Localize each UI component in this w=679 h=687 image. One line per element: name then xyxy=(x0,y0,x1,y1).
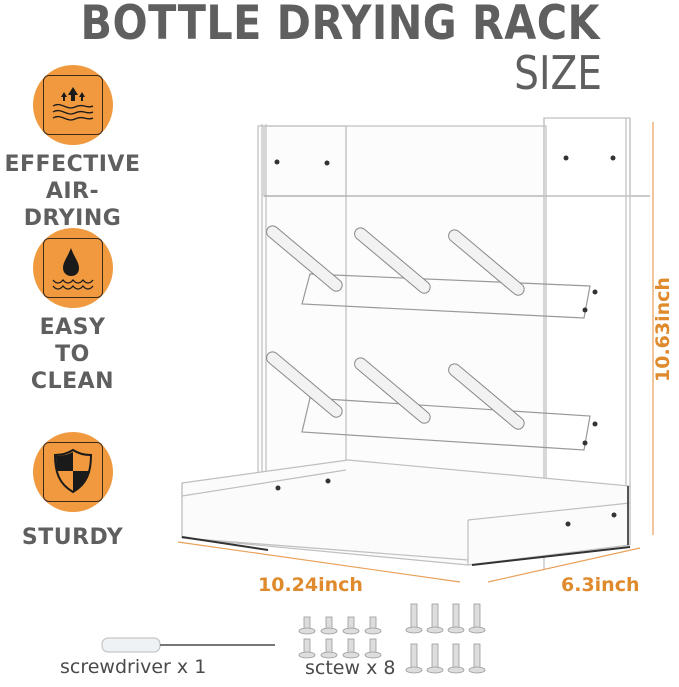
height-dimension: 10.63inch xyxy=(652,277,674,382)
width-dimension: 10.24inch xyxy=(258,574,363,596)
feature-label: EFFECTIVE AIR-DRYING xyxy=(4,152,141,231)
sturdy-badge xyxy=(32,432,113,512)
feature-label: STURDY xyxy=(21,525,124,550)
easy-clean-badge xyxy=(32,228,113,308)
short-screws-icon xyxy=(298,616,382,659)
air-drying-icon xyxy=(52,87,93,121)
feature-easy-to-clean: EASY TO CLEAN xyxy=(0,228,145,395)
page-title: BOTTLE DRYING RACK xyxy=(80,0,600,51)
air-drying-badge xyxy=(32,65,113,145)
page-subtitle: SIZE xyxy=(514,46,602,100)
feature-air-drying: EFFECTIVE AIR-DRYING xyxy=(0,65,145,232)
depth-dimension: 6.3inch xyxy=(561,574,640,596)
acrylic-rack-illustration xyxy=(181,117,650,570)
screwdriver-label: screwdriver x 1 xyxy=(60,656,207,678)
feature-sturdy: STURDY xyxy=(0,432,145,551)
water-drop-icon xyxy=(52,248,93,290)
screws-label: sctew x 8 xyxy=(305,657,396,679)
feature-label: EASY TO CLEAN xyxy=(30,315,115,394)
shield-icon xyxy=(53,448,92,494)
long-screws-icon xyxy=(405,603,486,674)
screwdriver-icon xyxy=(101,637,275,653)
